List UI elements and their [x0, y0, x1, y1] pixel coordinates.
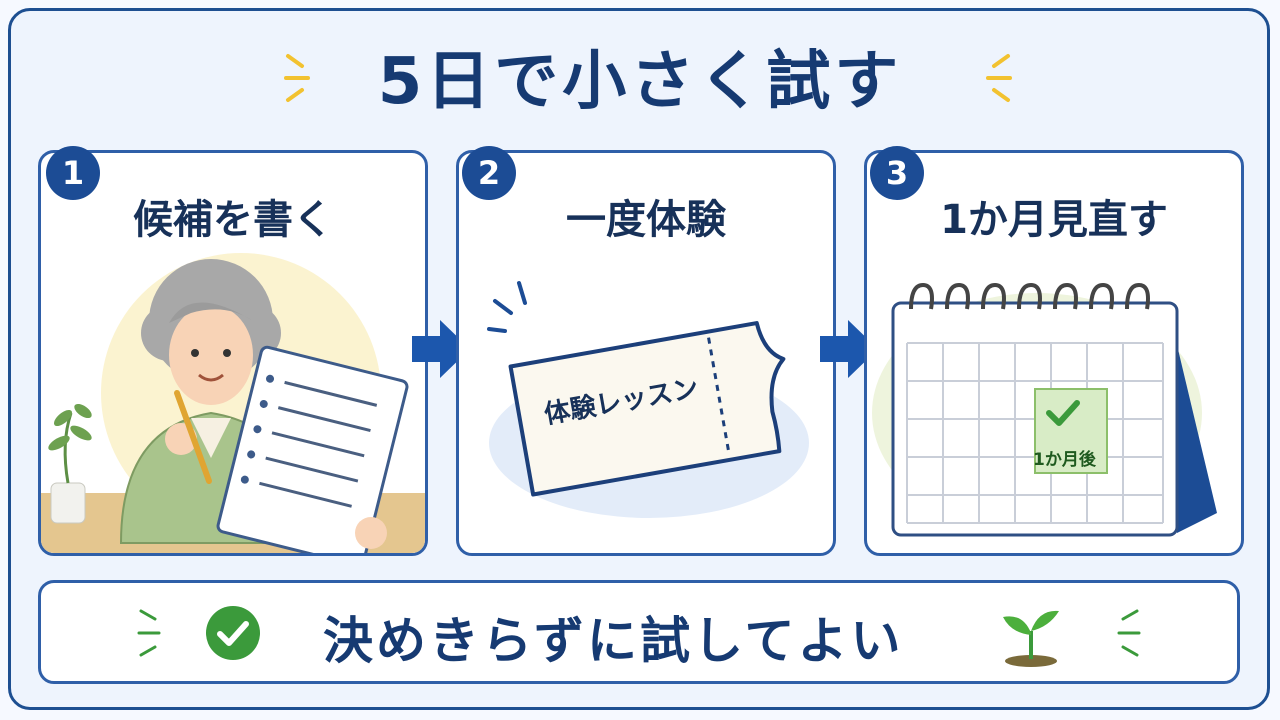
- sparkle-right-icon: [1117, 609, 1141, 657]
- senior-woman-writing-illustration: [41, 253, 425, 553]
- step-card-3: 1か月見直す 1か月後: [864, 150, 1244, 556]
- sparkle-left-icon: [137, 609, 161, 657]
- step-card-1: 候補を書く: [38, 150, 428, 556]
- ticket-illustration: [487, 281, 809, 518]
- arrow-right-icon: [820, 320, 878, 378]
- checkmark-circle-icon: [206, 606, 260, 660]
- sparkle-right-icon: [986, 54, 1012, 102]
- footer-text: 決めきらずに試してよい: [323, 612, 904, 670]
- sparkle-left-icon: [284, 54, 310, 102]
- step-badge-3: 3: [870, 146, 924, 200]
- footer-banner: 決めきらずに試してよい: [38, 580, 1240, 684]
- sprout-icon: [1003, 610, 1059, 667]
- step-card-2: 一度体験 体験レッスン: [456, 150, 836, 556]
- step-badge-1: 1: [46, 146, 100, 200]
- arrow-right-icon: [412, 320, 470, 378]
- page-title: 5日で小さく試す: [377, 45, 903, 119]
- step-title-3: 1か月見直す: [940, 197, 1168, 243]
- step-badge-2: 2: [462, 146, 516, 200]
- calendar-label: 1か月後: [1033, 450, 1096, 470]
- step-title-2: 一度体験: [566, 197, 726, 243]
- calendar-illustration: [872, 282, 1217, 537]
- step-title-1: 候補を書く: [133, 197, 333, 243]
